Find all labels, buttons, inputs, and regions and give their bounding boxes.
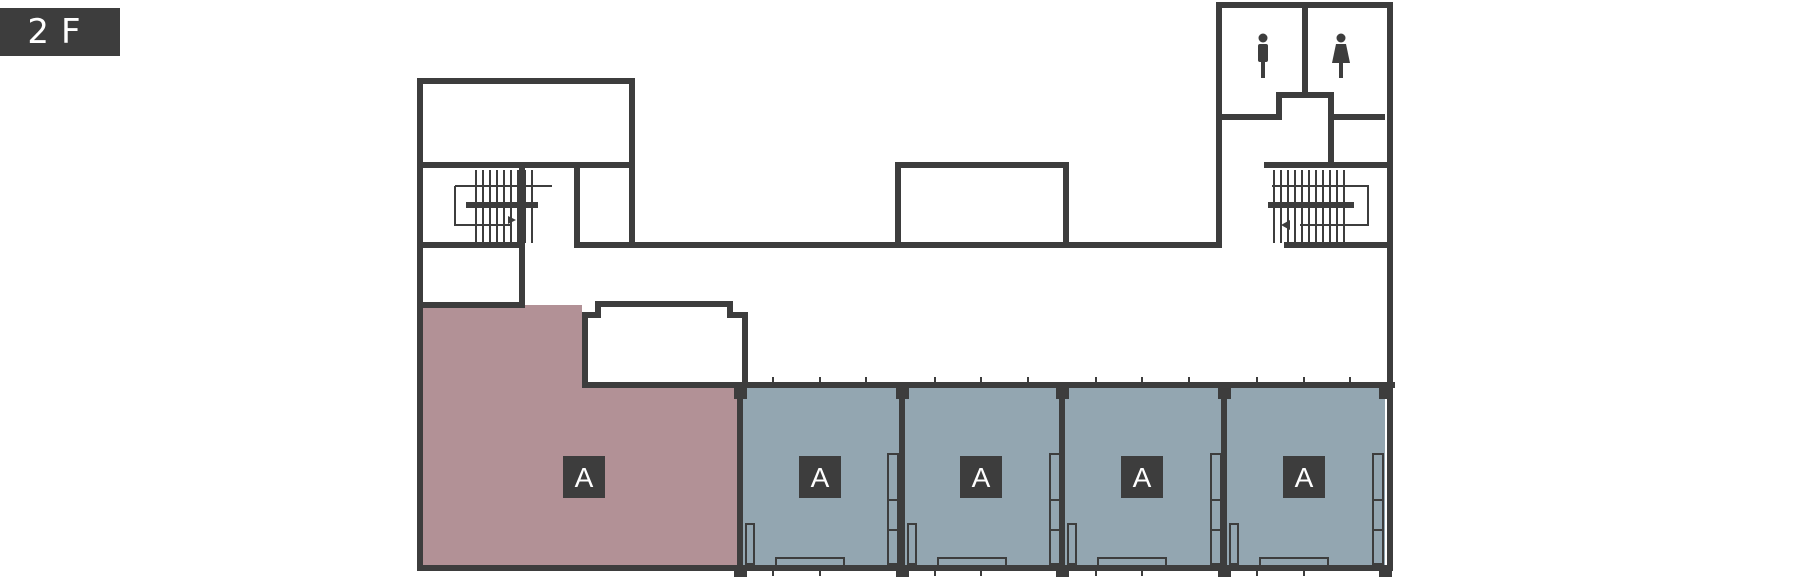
wall: [574, 165, 632, 248]
wall: [1219, 92, 1334, 165]
svg-text:A: A: [811, 462, 830, 493]
wall: [895, 162, 1069, 245]
stairs-icon: [1268, 162, 1369, 243]
stairs-icon: [454, 170, 552, 243]
room-label-unit-4: A: [1283, 456, 1325, 498]
room-label-large: A: [563, 456, 605, 498]
svg-text:A: A: [1133, 462, 1152, 493]
floor-label: 2F: [0, 8, 120, 56]
room-label-unit-3: A: [1121, 456, 1163, 498]
male-restroom-icon: [1258, 33, 1268, 78]
svg-text:A: A: [1295, 462, 1314, 493]
unit-fixtures: [745, 453, 1384, 567]
core-block: [582, 301, 748, 388]
unit-large-fill[interactable]: [420, 305, 740, 566]
wall: [420, 242, 525, 308]
female-restroom-icon: [1332, 33, 1350, 78]
svg-text:A: A: [575, 462, 594, 493]
window-ticks: [772, 377, 1351, 576]
room-label-unit-2: A: [960, 456, 1002, 498]
column-posts: [734, 387, 1392, 577]
room-label-unit-1: A: [799, 456, 841, 498]
svg-text:A: A: [972, 462, 991, 493]
